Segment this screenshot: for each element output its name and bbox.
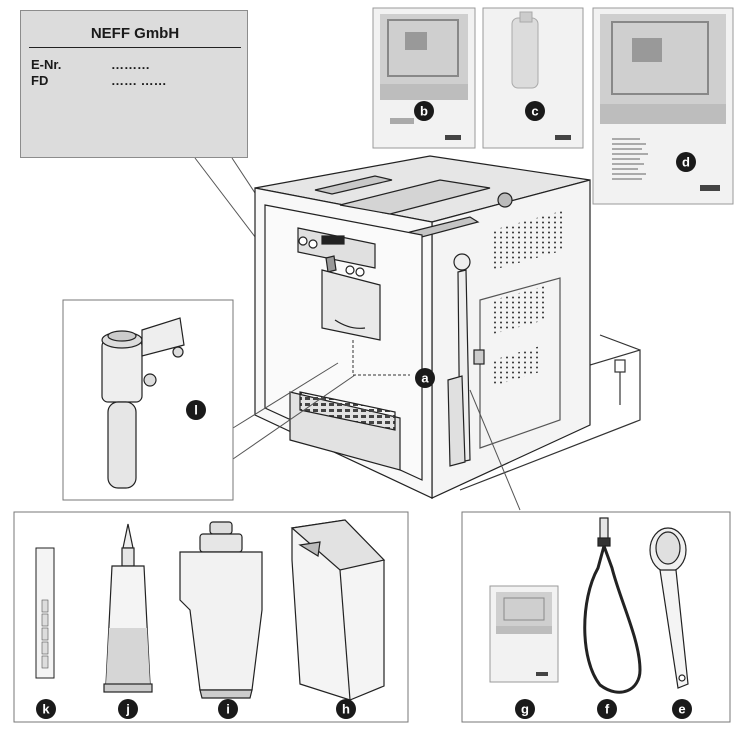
callout-b: b — [414, 101, 434, 121]
callout-l: l — [186, 400, 206, 420]
manual-b — [372, 7, 476, 149]
svg-text:e: e — [678, 702, 685, 717]
manual-c — [482, 7, 584, 149]
detail-box-accessories — [13, 511, 409, 723]
manual-g — [489, 585, 559, 683]
callout-h: h — [336, 699, 356, 719]
svg-text:h: h — [342, 702, 350, 717]
svg-text:d: d — [682, 155, 690, 170]
rating-plate: NEFF GmbH E-Nr. ……… FD …… …… — [20, 10, 248, 158]
detail-leader-lines — [232, 362, 521, 511]
grease-tube — [103, 523, 153, 693]
svg-text:c: c — [531, 104, 538, 119]
svg-text:i: i — [226, 702, 230, 717]
e-nr-label: E-Nr. — [31, 57, 62, 72]
fd-value: …… …… — [111, 73, 167, 88]
milk-container — [290, 519, 386, 701]
svg-text:j: j — [125, 702, 130, 717]
cable-loop — [583, 517, 642, 694]
callout-j: j — [118, 699, 138, 719]
callout-a: a — [415, 368, 435, 388]
detail-box-right — [461, 511, 731, 723]
callout-k: k — [36, 699, 56, 719]
e-nr-value: ……… — [111, 57, 150, 72]
callout-d: d — [676, 152, 696, 172]
detail-box-l — [62, 299, 234, 501]
svg-text:b: b — [420, 104, 428, 119]
fd-label: FD — [31, 73, 49, 88]
callout-badges: a b c d e f g h i j k l — [36, 101, 696, 719]
svg-text:f: f — [605, 702, 610, 717]
rating-plate-divider — [29, 47, 241, 48]
callout-i: i — [218, 699, 238, 719]
water-filter — [179, 521, 263, 699]
callout-g: g — [515, 699, 535, 719]
callout-e: e — [672, 699, 692, 719]
svg-text:a: a — [421, 371, 429, 386]
callout-c: c — [525, 101, 545, 121]
svg-text:k: k — [42, 702, 50, 717]
test-strip — [35, 547, 55, 679]
manual-d — [592, 7, 734, 205]
svg-text:g: g — [521, 702, 529, 717]
coffee-machine — [254, 155, 591, 499]
measuring-spoon — [649, 527, 689, 689]
manufacturer-name: NEFF GmbH — [90, 25, 180, 42]
svg-text:l: l — [194, 403, 198, 418]
water-pointer — [352, 340, 410, 376]
callout-f: f — [597, 699, 617, 719]
